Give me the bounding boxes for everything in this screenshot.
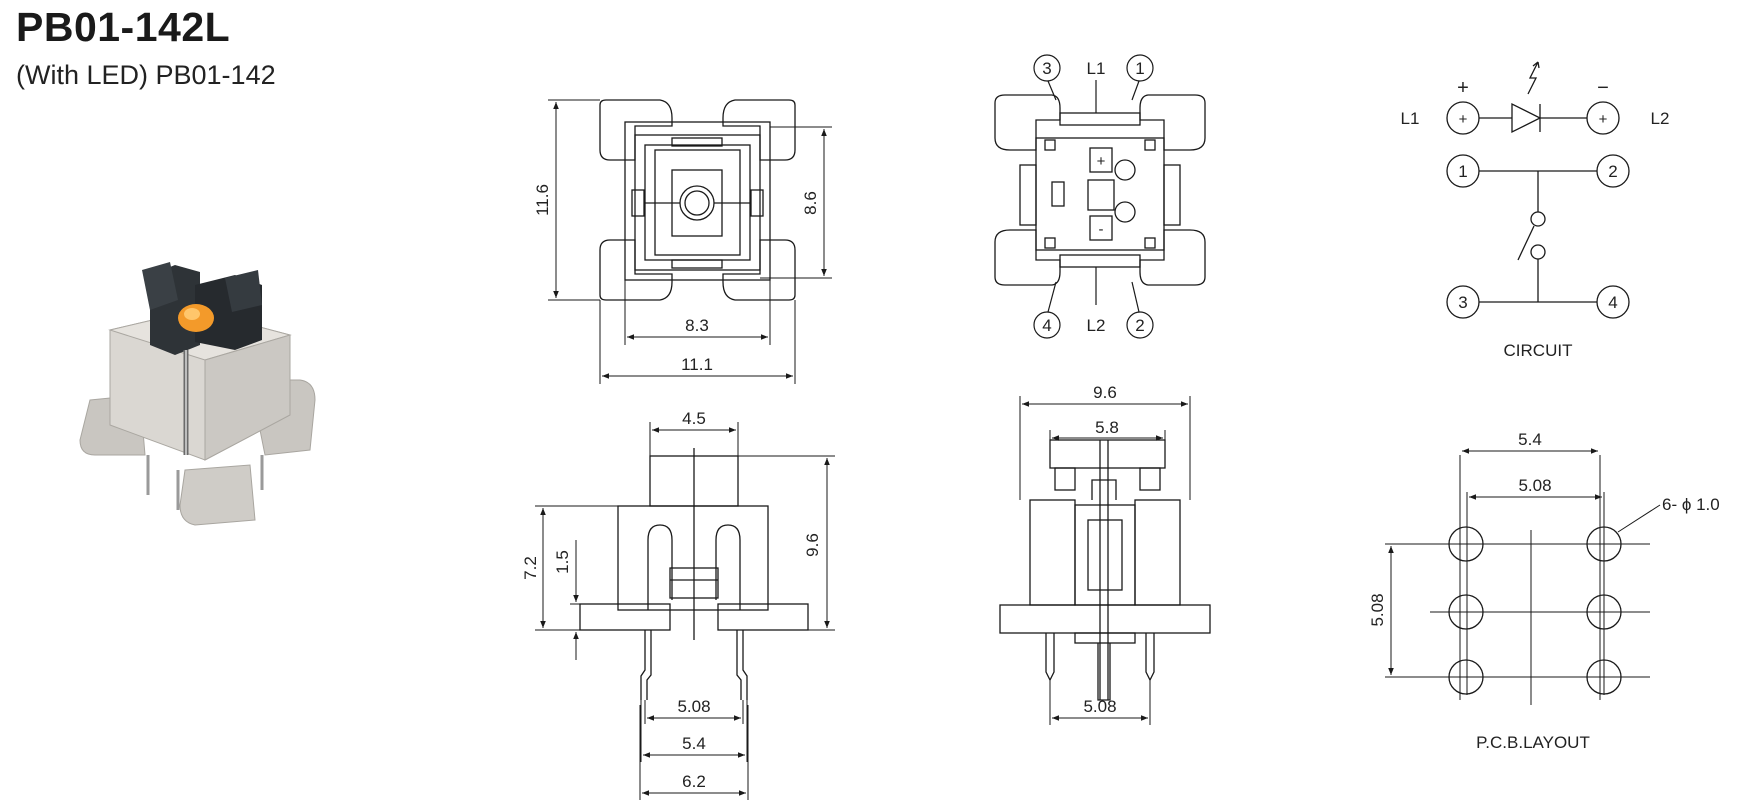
pcb-layout [1385, 455, 1650, 705]
dim-height-inner: 8.6 [801, 191, 820, 215]
bottom-pin-4: 4 [1042, 316, 1051, 335]
circuit-minus-mark: − [1597, 77, 1609, 99]
variant-subtitle: (With LED) PB01-142 [16, 60, 276, 90]
dim-side-pin-pitch: 5.08 [1083, 697, 1116, 716]
pcb-layout-dimensions [1388, 448, 1661, 675]
circuit-diagram [1446, 61, 1630, 319]
dim-pcb-vertical: 5.08 [1368, 593, 1387, 626]
dim-pin-pitch: 5.08 [677, 697, 710, 716]
top-view [599, 99, 796, 301]
bottom-pin-3: 3 [1042, 59, 1051, 78]
circuit-l1-label: L1 [1401, 109, 1420, 128]
circuit-pin-4: 4 [1608, 293, 1617, 312]
dim-side-outer-width: 9.6 [1093, 383, 1117, 402]
dim-actuator-width: 4.5 [682, 409, 706, 428]
bottom-l1-label: L1 [1087, 59, 1106, 78]
circuit-pin-3: 3 [1458, 293, 1467, 312]
product-photo [79, 262, 316, 526]
dim-width-outer: 11.1 [681, 355, 713, 374]
dim-pcb-holes: 6- ϕ 1.0 [1662, 495, 1720, 514]
dim-side-inner-width: 5.8 [1095, 418, 1119, 437]
bottom-pin-2: 2 [1135, 316, 1144, 335]
dim-base-width: 6.2 [682, 772, 706, 791]
front-view-dimensions [535, 422, 835, 800]
circuit-caption: CIRCUIT [1504, 341, 1573, 360]
dim-height-outer: 11.6 [533, 184, 552, 216]
bottom-plus-mark: + [1097, 153, 1106, 170]
bottom-pin-1: 1 [1135, 59, 1144, 78]
dim-pcb-outer: 5.4 [1518, 430, 1542, 449]
dim-stroke: 1.5 [553, 550, 572, 574]
side-view-dimensions [1019, 396, 1191, 725]
circuit-node-l2: + [1599, 111, 1608, 128]
circuit-pin-1: 1 [1458, 162, 1467, 181]
circuit-node-l1: + [1459, 111, 1468, 128]
bottom-view [994, 94, 1206, 286]
top-view-dimensions [548, 99, 832, 384]
dim-body-height: 7.2 [521, 556, 540, 580]
bottom-l2-label: L2 [1087, 316, 1106, 335]
circuit-l2-label: L2 [1651, 109, 1670, 128]
dim-total-height: 9.6 [803, 533, 822, 557]
dim-pin-span: 5.4 [682, 734, 706, 753]
side-view [999, 439, 1211, 701]
dim-pcb-inner: 5.08 [1518, 476, 1551, 495]
circuit-pin-2: 2 [1608, 162, 1617, 181]
front-view [579, 448, 809, 700]
pcb-layout-caption: P.C.B.LAYOUT [1476, 733, 1590, 752]
part-number-title: PB01-142L [16, 4, 231, 50]
dim-width-inner: 8.3 [685, 316, 709, 335]
bottom-view-pin-labels [1033, 54, 1154, 339]
circuit-plus-mark: + [1457, 77, 1469, 99]
bottom-minus-mark: - [1099, 221, 1104, 238]
